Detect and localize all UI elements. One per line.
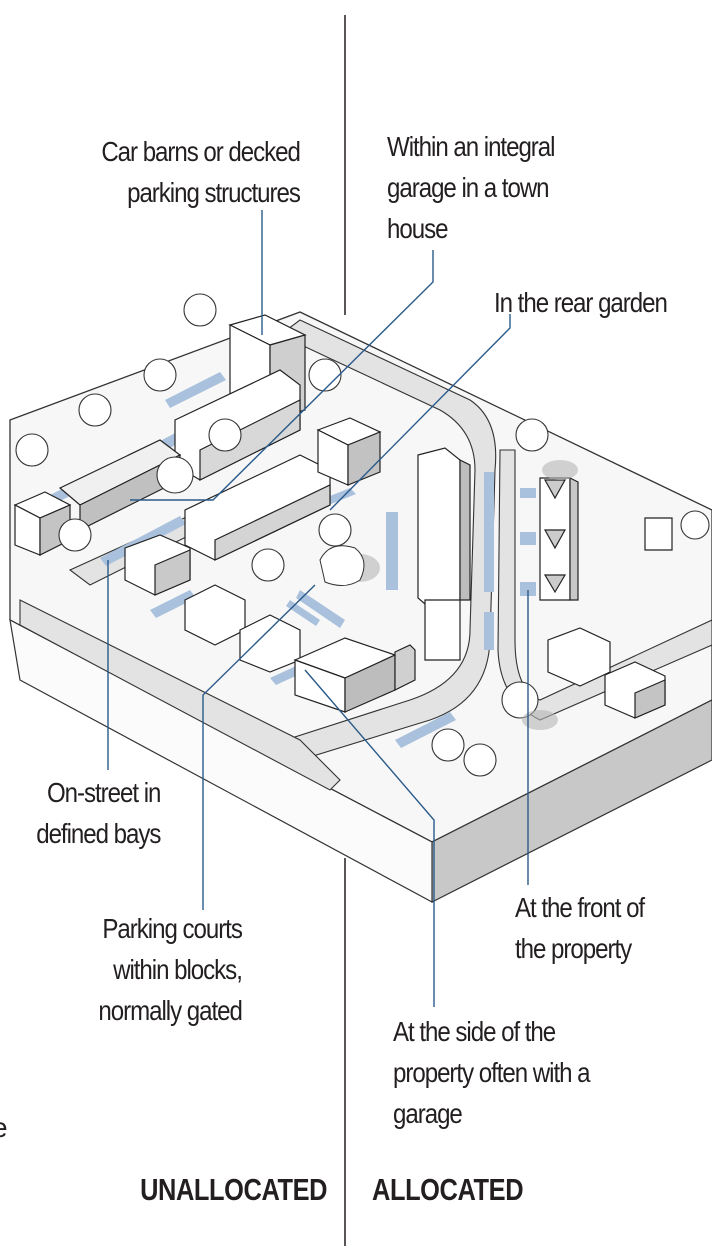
label-integral-garage: Within an integral garage in a town hous… bbox=[387, 131, 556, 244]
label-rear-garden: In the rear garden bbox=[494, 287, 668, 318]
trees bbox=[15, 293, 710, 777]
label-front-property: At the front of the property bbox=[515, 892, 645, 964]
leader-integral-garage bbox=[130, 250, 434, 501]
green-island bbox=[319, 545, 365, 586]
buildings bbox=[13, 314, 673, 719]
leader-rear-garden bbox=[329, 314, 511, 511]
leader-parking-courts bbox=[202, 584, 316, 910]
heading-unallocated: UNALLOCATED bbox=[139, 1172, 327, 1207]
cropped-text-fragment: e bbox=[0, 1112, 8, 1144]
label-side-property: At the side of the property often with a… bbox=[393, 1016, 591, 1129]
leader-side-property bbox=[304, 669, 435, 1007]
label-on-street: On-street in defined bays bbox=[35, 777, 161, 849]
heading-allocated: ALLOCATED bbox=[372, 1172, 524, 1207]
label-parking-courts: Parking courts within blocks, normally g… bbox=[98, 913, 244, 1026]
label-car-barns: Car barns or decked parking structures bbox=[101, 136, 301, 208]
leader-lines bbox=[107, 210, 529, 1007]
